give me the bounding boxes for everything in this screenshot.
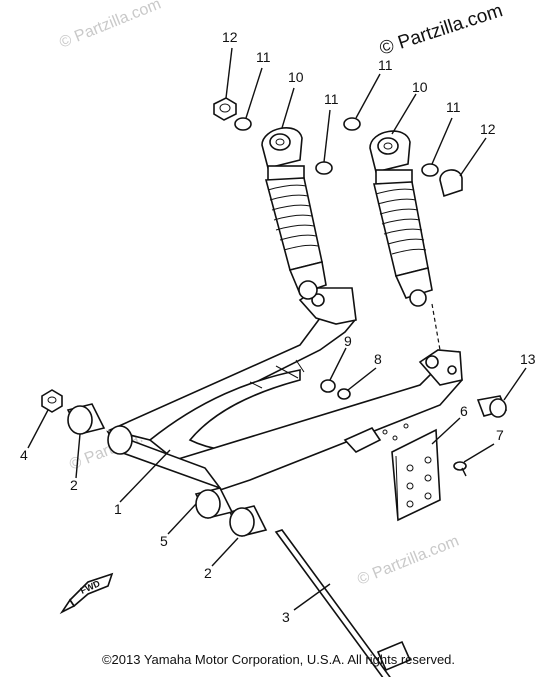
shock-alignment-line xyxy=(431,303,441,351)
callout-11-right-upper: 11 xyxy=(378,57,393,73)
callout-13: 13 xyxy=(520,351,536,367)
callout-1: 1 xyxy=(114,501,122,517)
watermark-top-left: © Partzilla.com xyxy=(57,0,163,52)
pivot-shaft xyxy=(274,529,412,677)
pivot-nut xyxy=(41,389,63,413)
chain-tensioner-plate xyxy=(391,428,441,522)
callout-11-right-lower: 11 xyxy=(446,99,461,115)
washer-2 xyxy=(315,161,333,175)
callout-4: 4 xyxy=(20,447,28,463)
callout-11-left-lower: 11 xyxy=(324,91,339,107)
nut-9 xyxy=(320,379,336,393)
bushing-left xyxy=(66,403,106,435)
callout-2-right: 2 xyxy=(204,565,212,581)
callout-10-left: 10 xyxy=(288,69,304,85)
washer-4 xyxy=(421,163,439,177)
callout-11-left-upper: 11 xyxy=(256,49,271,65)
copyright-notice: ©2013 Yamaha Motor Corporation, U.S.A. A… xyxy=(101,652,456,667)
cap-nut-right xyxy=(439,169,463,198)
watermark-top-right: © Partzilla.com xyxy=(377,0,505,60)
watermark-lower-right: © Partzilla.com xyxy=(355,533,461,589)
callout-9: 9 xyxy=(344,333,352,349)
pivot-collar-left xyxy=(107,425,133,455)
callout-10-right: 10 xyxy=(412,79,428,95)
callout-6: 6 xyxy=(460,403,468,419)
callout-12-left: 12 xyxy=(222,29,238,45)
shock-absorber-right xyxy=(369,130,433,307)
washer-3 xyxy=(343,117,361,131)
bushing-right xyxy=(228,505,268,537)
pivot-collar-right xyxy=(194,487,234,519)
screw xyxy=(453,461,467,477)
washer-8 xyxy=(337,388,351,400)
leader-lines xyxy=(27,47,527,611)
callout-8: 8 xyxy=(374,351,382,367)
bolt xyxy=(476,395,508,418)
callout-2-left: 2 xyxy=(70,477,78,493)
washer-1 xyxy=(234,117,252,131)
callout-5: 5 xyxy=(160,533,168,549)
callout-7: 7 xyxy=(496,427,504,443)
shock-absorber-left xyxy=(261,127,327,300)
cap-nut-left xyxy=(213,97,237,121)
callout-3: 3 xyxy=(282,609,290,625)
front-direction-arrow: FWD xyxy=(59,572,114,615)
callout-12-right: 12 xyxy=(480,121,496,137)
